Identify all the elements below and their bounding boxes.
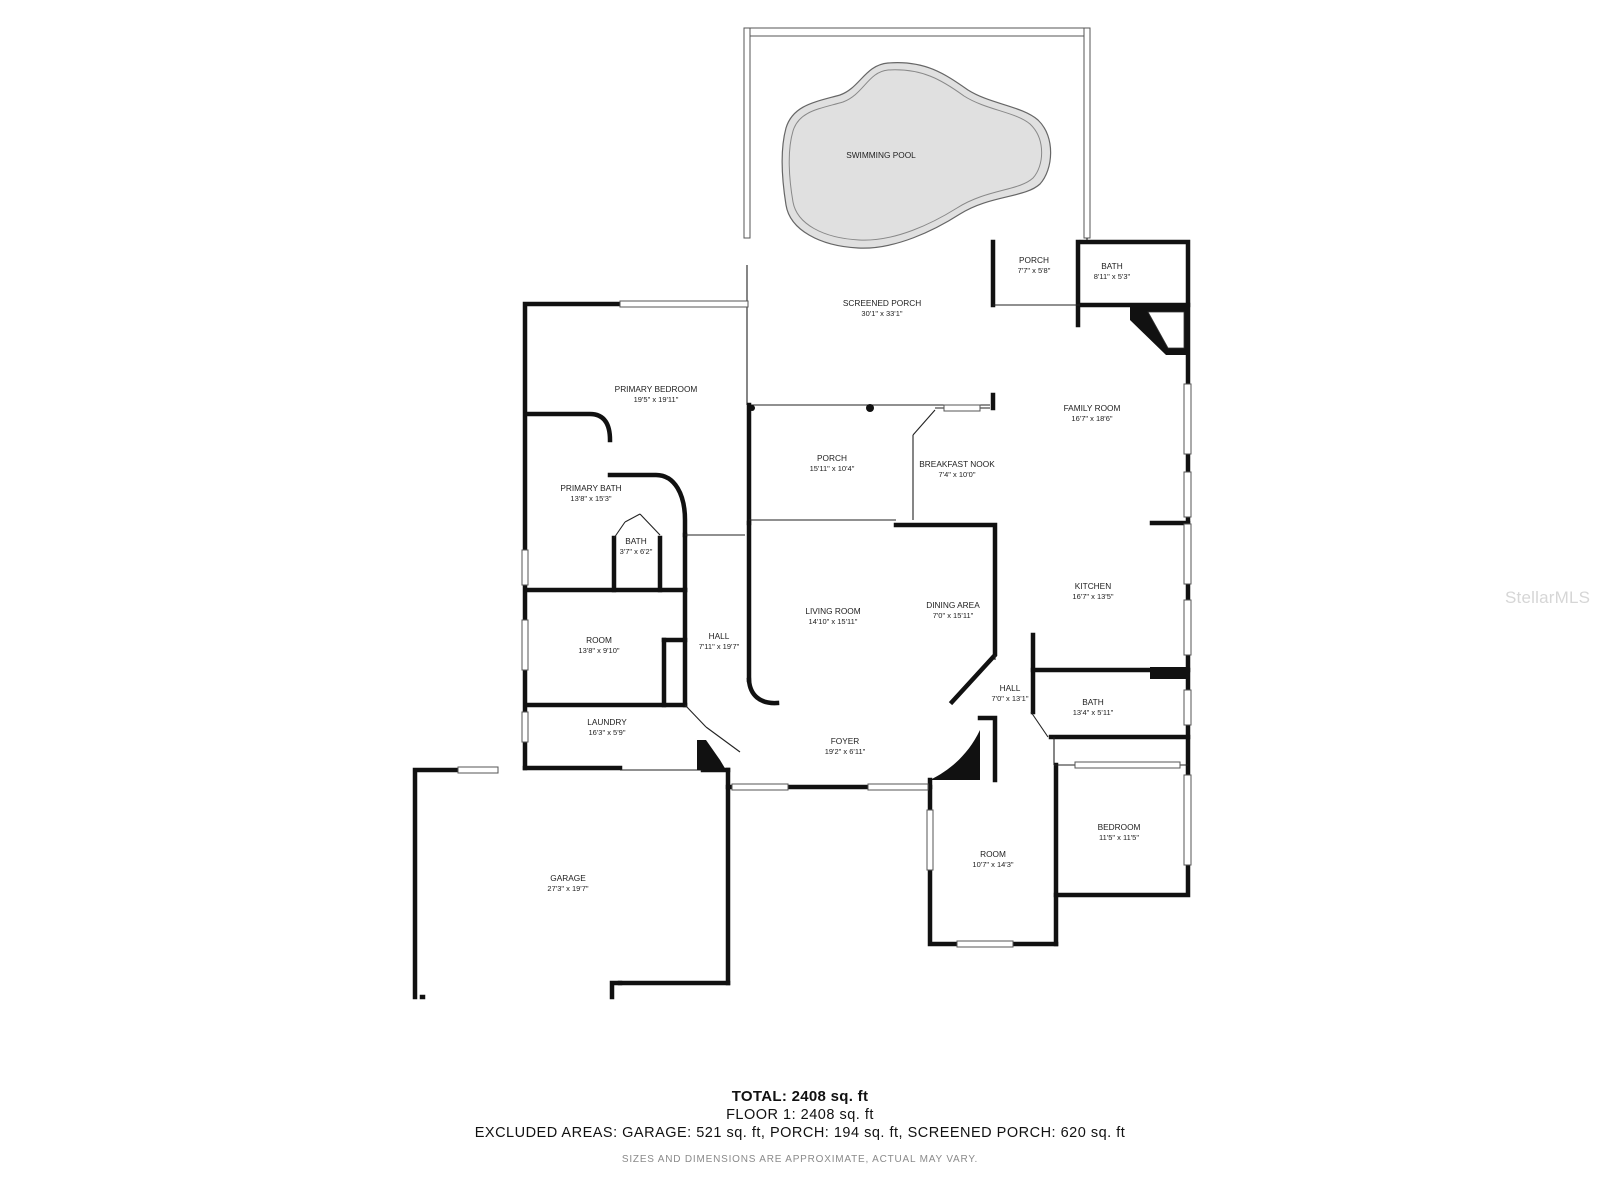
floor-area: FLOOR 1: 2408 sq. ft [726,1107,874,1123]
porch-small-dims: 7'7" x 5'8" [1018,266,1051,275]
porch-label: PORCH [817,453,847,463]
primary-bedroom-dims: 19'5" x 19'11" [634,395,679,404]
bath-east-dims: 13'4" x 5'11" [1073,708,1114,717]
primary-bedroom-label: PRIMARY BEDROOM [615,384,698,394]
room-west-dims: 13'8" x 9'10" [578,646,619,655]
primary-bath-dims: 13'8" x 15'3" [570,494,611,503]
swimming-pool-label: SWIMMING POOL [846,150,916,160]
foyer-label: FOYER [831,736,860,746]
hall-east-label: HALL [1000,683,1021,693]
disclaimer: SIZES AND DIMENSIONS ARE APPROXIMATE, AC… [621,1154,979,1165]
hall-east-dims: 7'0" x 13'1" [992,694,1029,703]
swimming-pool [781,61,1052,249]
garage-dims: 27'3" x 19'7" [547,884,588,893]
foyer-dims: 19'2" x 6'11" [825,747,866,756]
living-room-label: LIVING ROOM [805,606,860,616]
screened-porch-enclosure [743,27,1091,406]
kitchen-label: KITCHEN [1075,581,1111,591]
bedroom-label: BEDROOM [1098,822,1141,832]
total-area: TOTAL: 2408 sq. ft [731,1088,869,1105]
garage-label: GARAGE [550,873,586,883]
hall-west-label: HALL [709,631,730,641]
kitchen-dims: 16'7" x 13'5" [1072,592,1113,601]
excluded-areas: EXCLUDED AREAS: GARAGE: 521 sq. ft, PORC… [474,1125,1126,1141]
porch-small-label: PORCH [1019,255,1049,265]
exterior-walls [412,239,1191,1000]
dining-area-dims: 7'0" x 15'11" [933,611,974,620]
watermark-logo: StellarMLS [1505,588,1591,607]
breakfast-nook-dims: 7'4" x 10'0" [939,470,976,479]
room-west-label: ROOM [586,635,612,645]
bath-east-label: BATH [1082,697,1104,707]
dining-area-label: DINING AREA [926,600,980,610]
family-room-label: FAMILY ROOM [1064,403,1121,413]
screened-porch-dims: 30'1" x 33'1" [861,309,902,318]
room-labels: SWIMMING POOL SCREENED PORCH 30'1" x 33'… [547,150,1140,893]
breakfast-nook-label: BREAKFAST NOOK [919,459,995,469]
primary-bath-label: PRIMARY BATH [560,483,621,493]
bath-closet-dims: 3'7" x 6'2" [620,547,653,556]
laundry-dims: 16'3" x 5'9" [589,728,626,737]
area-summary: TOTAL: 2408 sq. ft FLOOR 1: 2408 sq. ft … [0,1088,1600,1165]
bath-small-dims: 8'11" x 5'3" [1094,272,1131,281]
room-south-label: ROOM [980,849,1006,859]
windows [457,300,1192,948]
solid-features [697,305,1188,780]
living-room-dims: 14'10" x 15'11" [809,617,858,626]
bedroom-dims: 11'5" x 11'5" [1099,833,1139,842]
laundry-label: LAUNDRY [587,717,627,727]
hall-west-dims: 7'11" x 19'7" [699,642,740,651]
room-south-dims: 10'7" x 14'3" [972,860,1013,869]
bath-closet-label: BATH [625,536,647,546]
bath-small-label: BATH [1101,261,1123,271]
screened-porch-label: SCREENED PORCH [843,298,921,308]
porch-dims: 15'11" x 10'4" [810,464,855,473]
family-room-dims: 16'7" x 18'6" [1071,414,1112,423]
floor-plan: SWIMMING POOL SCREENED PORCH 30'1" x 33'… [412,27,1192,1000]
